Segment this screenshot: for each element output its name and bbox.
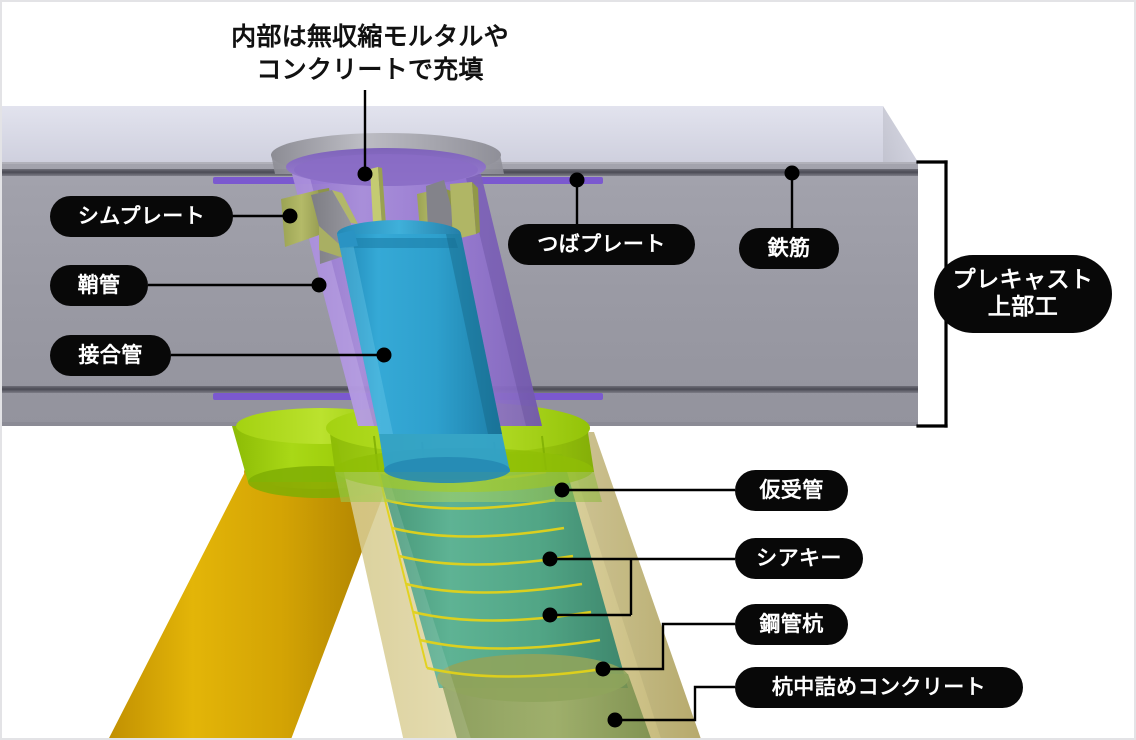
dot-shear-key-lower [542,607,558,623]
dot-steel-pipe-pile [595,661,611,677]
diagram-title: 内部は無収縮モルタルや コンクリートで充填 [231,22,509,84]
dot-temp-support [554,482,570,498]
callout-temporary-support-pipe[interactable]: 仮受管 [735,470,848,511]
steel-pipe-pile-glass [335,432,701,738]
callout-rebar[interactable]: 鉄筋 [739,228,839,269]
callout-shim-plate[interactable]: シムプレート [50,196,233,237]
sheath-pipe [271,133,542,426]
dot-sheath-pipe [311,277,327,293]
callout-pile-infill-concrete[interactable]: 杭中詰めコンクリート [735,667,1023,708]
gold-pile [109,455,392,738]
callout-steel-pipe-pile[interactable]: 鋼管杭 [735,604,848,645]
dot-pile-infill [607,712,623,728]
leader-lines [148,90,794,722]
dot-title [357,166,373,182]
dot-joint-pipe [376,347,392,363]
callout-joint-pipe[interactable]: 接合管 [50,335,171,376]
callout-sheath-pipe[interactable]: 鞘管 [50,265,148,306]
dot-shim-plate [282,208,298,224]
flange-plate-group [213,177,603,400]
callout-flange-plate[interactable]: つばプレート [508,224,695,265]
joint-pipe [337,220,510,483]
callout-shear-key[interactable]: シアキー [735,538,863,579]
temporary-support-collar-left [232,408,406,498]
dot-shear-key-upper [542,551,558,567]
temporary-support-pipe [326,402,602,502]
shim-plate-group [281,167,480,264]
shear-key-group [378,470,610,678]
callout-precast-superstructure[interactable]: プレキャスト 上部工 [934,255,1112,333]
dot-rebar [784,165,800,181]
dot-flange-plate [569,172,585,188]
